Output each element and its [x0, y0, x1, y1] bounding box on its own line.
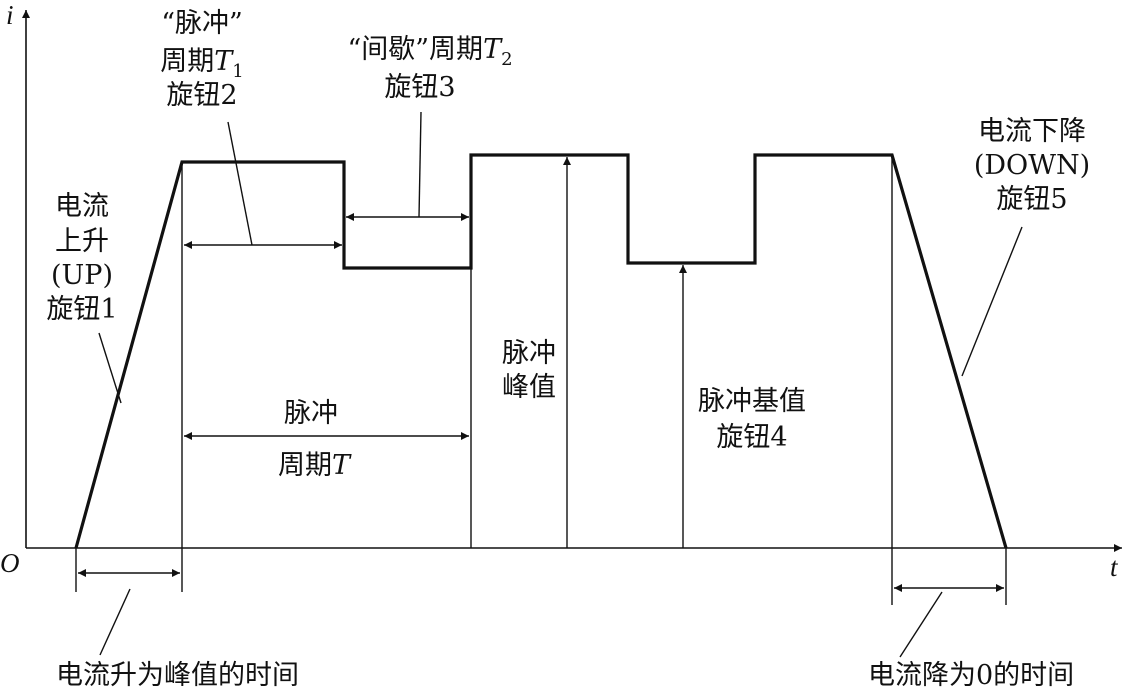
current-waveform [74, 153, 1008, 549]
t-label-line2: 周期T [278, 450, 352, 481]
rise-time-leader-line [99, 588, 131, 656]
fall-time-leader-line [899, 591, 943, 658]
t1-label-line3: 旋钮2 [166, 80, 237, 111]
origin-label: O [0, 548, 20, 578]
t1-leader-line [227, 121, 253, 246]
up-label-line2: 上升 [55, 226, 109, 257]
peak-label-line2: 峰值 [502, 372, 556, 403]
down-label-line2: (DOWN) [974, 150, 1090, 181]
t2-label-line2: 旋钮3 [384, 72, 455, 103]
x-axis-label: t [1110, 552, 1119, 582]
t1-label-line1: “脉冲” [161, 8, 243, 39]
rise-time-label: 电流升为峰值的时间 [56, 660, 299, 691]
down-label-line1: 电流下降 [978, 116, 1086, 147]
base-label-line1: 脉冲基值 [698, 386, 806, 417]
y-axis-label: i [6, 0, 14, 30]
base-label-line2: 旋钮4 [716, 422, 787, 453]
t2-label-line1: “间歇”周期T2 [347, 34, 512, 70]
down-label-line3: 旋钮5 [996, 184, 1067, 215]
t-label-line1: 脉冲 [284, 398, 338, 429]
up-label-line4: 旋钮1 [46, 294, 117, 325]
up-label-line1: 电流 [55, 191, 109, 222]
t2-leader-line [418, 111, 422, 218]
down-leader-line [961, 226, 1023, 377]
t1-label-line2: 周期T1 [160, 46, 243, 82]
up-label-line3: (UP) [51, 260, 113, 291]
up-leader-line [98, 332, 122, 404]
peak-label-line1: 脉冲 [502, 338, 556, 369]
fall-time-label: 电流降为0的时间 [868, 660, 1074, 691]
